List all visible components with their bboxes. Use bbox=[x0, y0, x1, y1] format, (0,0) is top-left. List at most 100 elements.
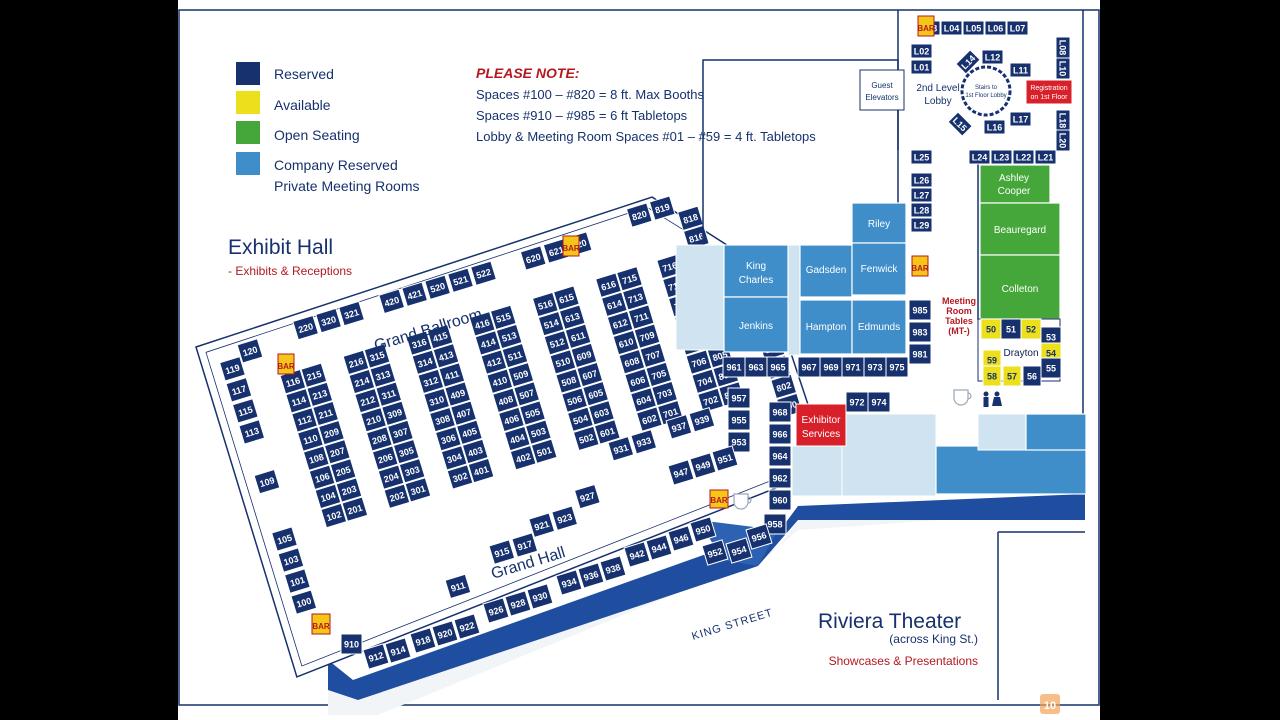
booth-215[interactable]: 215 bbox=[300, 362, 328, 389]
booth-921[interactable]: 921 bbox=[528, 512, 556, 538]
booth-971[interactable]: 971 bbox=[841, 356, 865, 378]
booth-928[interactable]: 928 bbox=[504, 590, 532, 617]
booth-l22[interactable]: L22 bbox=[1012, 149, 1035, 165]
booth-415[interactable]: 415 bbox=[426, 323, 454, 350]
booth-206[interactable]: 206 bbox=[371, 445, 399, 471]
booth-416[interactable]: 416 bbox=[468, 311, 496, 337]
booth-203[interactable]: 203 bbox=[335, 477, 363, 503]
booth-58[interactable]: 58 bbox=[982, 365, 1002, 387]
booth-320[interactable]: 320 bbox=[315, 307, 343, 334]
booth-316[interactable]: 316 bbox=[405, 330, 433, 356]
booth-113[interactable]: 113 bbox=[238, 419, 266, 445]
booth-923[interactable]: 923 bbox=[551, 505, 579, 531]
booth-949[interactable]: 949 bbox=[689, 452, 717, 479]
booth-l01[interactable]: L01 bbox=[910, 59, 933, 75]
booth-818[interactable]: 818 bbox=[677, 205, 704, 232]
booth-985[interactable]: 985 bbox=[908, 299, 932, 321]
booth-55[interactable]: 55 bbox=[1040, 357, 1062, 379]
booth-608[interactable]: 608 bbox=[618, 348, 646, 375]
booth-936[interactable]: 936 bbox=[577, 562, 605, 589]
booth-969[interactable]: 969 bbox=[819, 356, 843, 378]
booth-305[interactable]: 305 bbox=[392, 438, 420, 465]
booth-944[interactable]: 944 bbox=[645, 534, 673, 561]
booth-410[interactable]: 410 bbox=[486, 368, 514, 394]
booth-946[interactable]: 946 bbox=[667, 525, 695, 552]
booth-312[interactable]: 312 bbox=[417, 368, 445, 395]
booth-105[interactable]: 105 bbox=[271, 526, 298, 552]
booth-972[interactable]: 972 bbox=[845, 391, 869, 413]
booth-504[interactable]: 504 bbox=[566, 406, 594, 433]
booth-606[interactable]: 606 bbox=[624, 368, 652, 394]
booth-l08[interactable]: L08 bbox=[1055, 36, 1071, 59]
booth-119[interactable]: 119 bbox=[219, 356, 246, 382]
booth-707[interactable]: 707 bbox=[639, 342, 667, 369]
booth-l15[interactable]: L15 bbox=[947, 111, 973, 137]
booth-968[interactable]: 968 bbox=[768, 401, 792, 423]
booth-706[interactable]: 706 bbox=[685, 349, 713, 375]
booth-108[interactable]: 108 bbox=[302, 445, 330, 471]
booth-104[interactable]: 104 bbox=[314, 483, 342, 510]
booth-950[interactable]: 950 bbox=[689, 516, 717, 543]
booth-412[interactable]: 412 bbox=[480, 349, 508, 375]
booth-216[interactable]: 216 bbox=[342, 349, 370, 376]
booth-212[interactable]: 212 bbox=[354, 387, 382, 414]
booth-711[interactable]: 711 bbox=[627, 304, 655, 330]
booth-611[interactable]: 611 bbox=[564, 323, 592, 350]
booth-57[interactable]: 57 bbox=[1002, 365, 1022, 387]
booth-983[interactable]: 983 bbox=[908, 321, 932, 343]
booth-962[interactable]: 962 bbox=[768, 467, 792, 489]
booth-713[interactable]: 713 bbox=[621, 285, 649, 311]
booth-405[interactable]: 405 bbox=[455, 419, 483, 446]
booth-413[interactable]: 413 bbox=[432, 343, 460, 369]
booth-315[interactable]: 315 bbox=[363, 343, 391, 369]
booth-l10[interactable]: L10 bbox=[1055, 57, 1071, 80]
booth-421[interactable]: 421 bbox=[401, 281, 429, 308]
booth-l16[interactable]: L16 bbox=[983, 119, 1006, 135]
booth-205[interactable]: 205 bbox=[329, 458, 357, 484]
booth-704[interactable]: 704 bbox=[691, 368, 719, 395]
booth-403[interactable]: 403 bbox=[461, 438, 489, 465]
booth-505[interactable]: 505 bbox=[519, 400, 546, 426]
booth-915[interactable]: 915 bbox=[488, 539, 516, 565]
booth-l20[interactable]: L20 bbox=[1055, 129, 1071, 152]
booth-214[interactable]: 214 bbox=[348, 368, 376, 395]
booth-920[interactable]: 920 bbox=[431, 620, 459, 647]
booth-981[interactable]: 981 bbox=[908, 343, 932, 365]
booth-930[interactable]: 930 bbox=[526, 583, 554, 610]
booth-955[interactable]: 955 bbox=[727, 409, 751, 431]
booth-705[interactable]: 705 bbox=[645, 361, 673, 388]
booth-604[interactable]: 604 bbox=[630, 387, 657, 413]
booth-601[interactable]: 601 bbox=[593, 419, 621, 445]
booth-510[interactable]: 510 bbox=[549, 349, 577, 375]
booth-303[interactable]: 303 bbox=[398, 457, 426, 484]
booth-114[interactable]: 114 bbox=[285, 388, 313, 414]
booth-l05[interactable]: L05 bbox=[962, 20, 985, 36]
booth-l29[interactable]: L29 bbox=[910, 217, 933, 233]
booth-307[interactable]: 307 bbox=[386, 419, 414, 446]
booth-l27[interactable]: L27 bbox=[910, 187, 933, 203]
booth-614[interactable]: 614 bbox=[600, 291, 628, 318]
booth-503[interactable]: 503 bbox=[524, 419, 552, 445]
booth-952[interactable]: 952 bbox=[701, 539, 729, 566]
booth-120[interactable]: 120 bbox=[236, 338, 264, 364]
booth-953[interactable]: 953 bbox=[727, 431, 751, 453]
booth-204[interactable]: 204 bbox=[377, 464, 405, 490]
booth-514[interactable]: 514 bbox=[537, 310, 565, 337]
booth-l25[interactable]: L25 bbox=[910, 149, 933, 165]
booth-208[interactable]: 208 bbox=[365, 426, 393, 452]
booth-910[interactable]: 910 bbox=[340, 633, 363, 655]
booth-911[interactable]: 911 bbox=[444, 573, 472, 600]
booth-213[interactable]: 213 bbox=[306, 381, 334, 408]
booth-103[interactable]: 103 bbox=[277, 547, 305, 573]
booth-509[interactable]: 509 bbox=[507, 361, 535, 388]
booth-112[interactable]: 112 bbox=[291, 407, 319, 433]
booth-314[interactable]: 314 bbox=[411, 349, 439, 376]
booth-616[interactable]: 616 bbox=[595, 272, 622, 298]
booth-521[interactable]: 521 bbox=[447, 267, 474, 294]
booth-926[interactable]: 926 bbox=[482, 597, 510, 624]
booth-52[interactable]: 52 bbox=[1020, 318, 1042, 340]
booth-709[interactable]: 709 bbox=[633, 323, 661, 349]
booth-56[interactable]: 56 bbox=[1022, 365, 1042, 387]
booth-l07[interactable]: L07 bbox=[1006, 20, 1029, 36]
booth-115[interactable]: 115 bbox=[231, 398, 259, 424]
